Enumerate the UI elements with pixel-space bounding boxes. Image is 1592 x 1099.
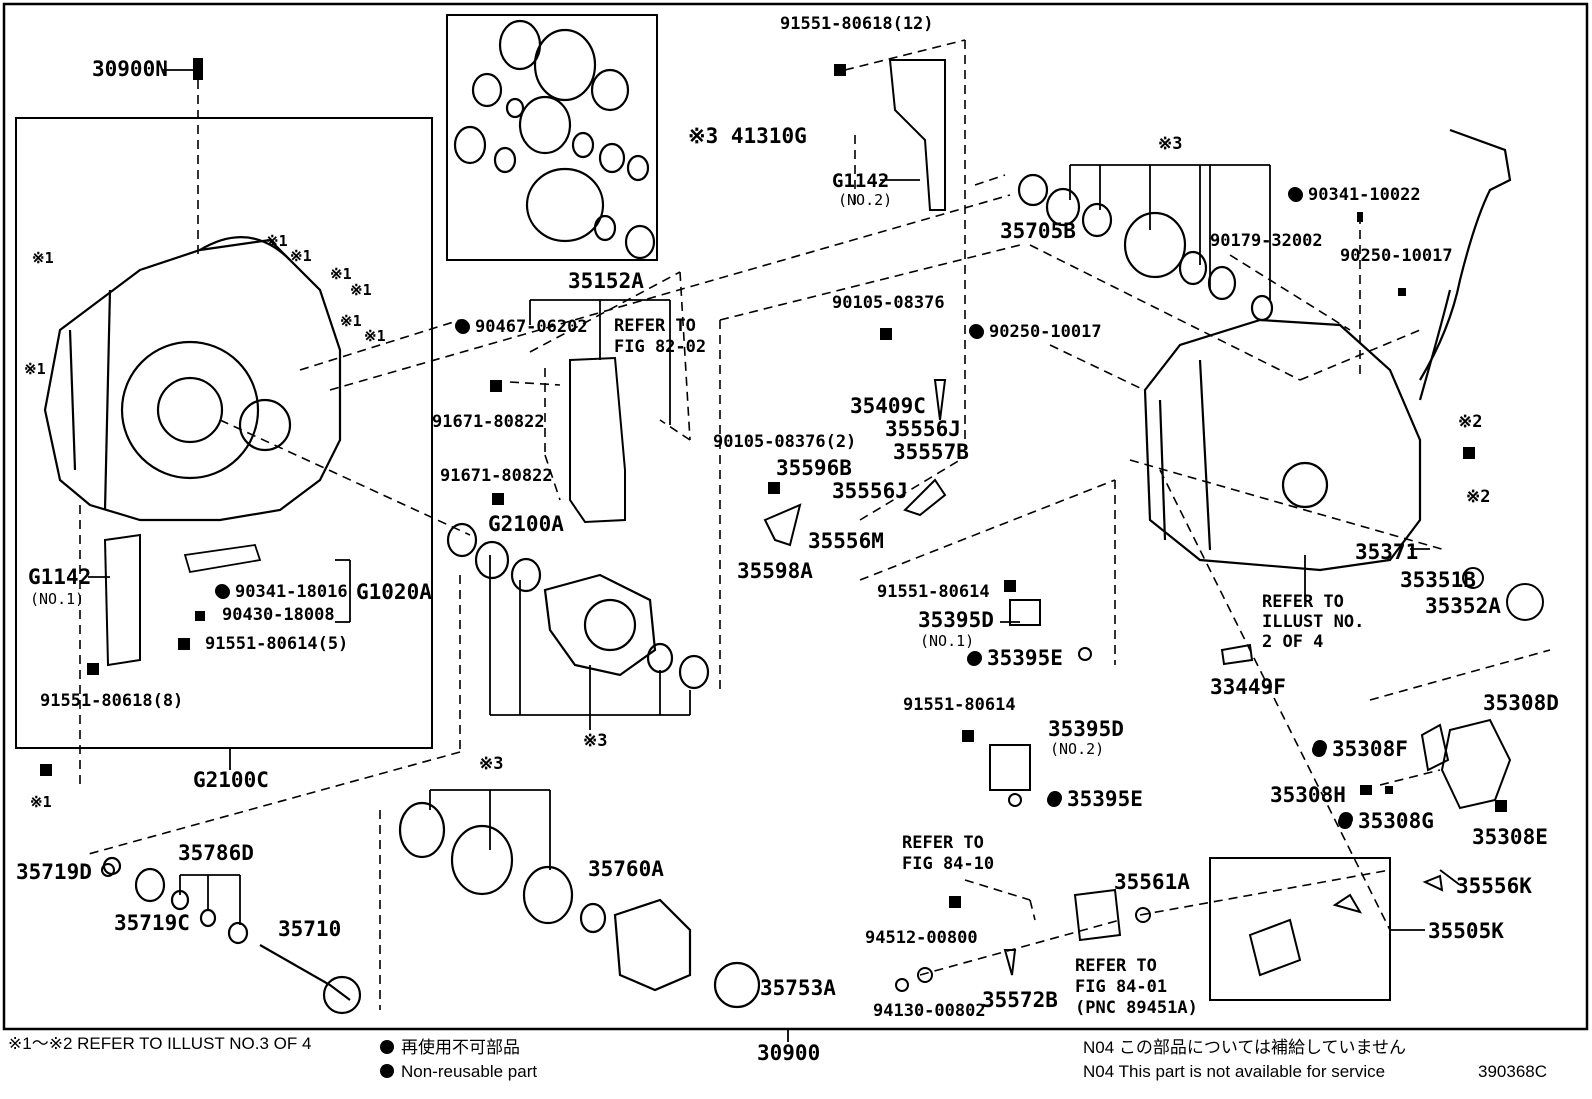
part-label-35556j-b: 35556J: [832, 479, 908, 503]
part-label-35308e: 35308E: [1472, 825, 1548, 849]
refer-fig-82-02-line2: FIG 82-02: [614, 337, 707, 357]
part-label-90250-10017-b: 90250-10017: [969, 324, 1102, 341]
callout-note-3-low: ※3: [479, 754, 504, 774]
refer-illust-line2: ILLUST NO.: [1262, 612, 1365, 632]
part-label-35395d-no1: 35395D: [918, 608, 994, 632]
part-label-91551-80618-12: 91551-80618(12): [780, 14, 934, 34]
part-label-35596b: 35596B: [776, 456, 852, 480]
part-label-30900n: 30900N: [92, 57, 168, 81]
part-label-91551-80614-d1: 91551-80614: [877, 582, 990, 602]
figure-code: 390368C: [1478, 1062, 1548, 1081]
part-label-35351b: 35351B: [1400, 568, 1476, 592]
part-label-90341-18016: 90341-18016: [215, 584, 348, 601]
part-label-35308f: 35308F: [1312, 739, 1408, 760]
part-label-g2100a: G2100A: [488, 512, 564, 536]
legend-non-reusable-jp: 再使用不可部品: [401, 1038, 520, 1057]
callout-note-1-e: ※1: [330, 265, 352, 283]
part-label-g1142-no2-sub: (NO.2): [838, 191, 893, 209]
n04-note-jp: N04 この部品については補給していません: [1083, 1038, 1407, 1057]
part-label-35556m: 35556M: [808, 529, 884, 553]
assembly-number: 30900: [757, 1041, 821, 1065]
callout-note-1-g: ※1: [340, 312, 362, 330]
part-label-94130-00802: 94130-00802: [873, 1001, 986, 1021]
part-label-35753a: 35753A: [760, 976, 836, 1000]
part-label-35786d: 35786D: [178, 841, 254, 865]
callout-note-2-b: ※2: [1466, 487, 1491, 507]
refer-fig-84-01-line2: FIG 84-01: [1075, 977, 1168, 997]
callout-note-1-i: ※1: [30, 793, 52, 811]
refer-fig-84-10-line2: FIG 84-10: [902, 854, 995, 874]
part-label-35760a: 35760A: [588, 857, 664, 881]
callout-note-1-d: ※1: [290, 247, 312, 265]
refer-fig-82-02-line1: REFER TO: [614, 316, 696, 336]
callout-note-1-b: ※1: [24, 360, 46, 378]
part-label-35561a: 35561A: [1114, 870, 1190, 894]
part-label-35556k: 35556K: [1456, 874, 1532, 898]
part-label-90105-08376-2: 90105-08376(2): [713, 432, 857, 452]
part-label-35710: 35710: [278, 917, 342, 941]
part-label-90341-10022: 90341-10022: [1288, 187, 1421, 204]
part-label-91551-80614-5: 91551-80614(5): [205, 634, 349, 654]
callout-note-1-h: ※1: [364, 327, 386, 345]
part-label-91671-80822-b: 91671-80822: [440, 466, 553, 486]
part-label-35395e-2: 35395E: [1047, 789, 1143, 810]
part-label-35395e-1: 35395E: [967, 648, 1063, 669]
callout-note-1-a: ※1: [32, 249, 54, 267]
part-label-35308g: 35308G: [1338, 811, 1434, 832]
n04-note-en: N04 This part is not available for servi…: [1083, 1062, 1386, 1081]
part-label-35557b: 35557B: [893, 440, 969, 464]
part-label-g1020a: G1020A: [356, 580, 432, 604]
part-label-35395d-no2-sub: (NO.2): [1050, 740, 1105, 758]
part-label-35395d-no1-sub: (NO.1): [920, 632, 975, 650]
part-label-94512-00800: 94512-00800: [865, 928, 978, 948]
callout-note-3-top: ※3: [1158, 134, 1183, 154]
part-label-35719c: 35719C: [114, 911, 190, 935]
part-label-91551-80618-8: 91551-80618(8): [40, 691, 184, 711]
callout-note-2-a: ※2: [1458, 412, 1483, 432]
footer-note: ※1〜※2 REFER TO ILLUST NO.3 OF 4: [8, 1034, 312, 1053]
part-label-35505k: 35505K: [1428, 919, 1504, 943]
part-label-35152a: 35152A: [568, 269, 644, 293]
part-label-91671-80822-a: 91671-80822: [432, 412, 545, 432]
part-label-35719d: 35719D: [16, 860, 92, 884]
legend-non-reusable-en: Non-reusable part: [401, 1062, 538, 1081]
refer-illust-line1: REFER TO: [1262, 592, 1344, 612]
part-label-90250-10017-a: 90250-10017: [1340, 246, 1453, 266]
part-label-35409c: 35409C: [850, 394, 926, 418]
part-label-91551-80614-d2: 91551-80614: [903, 695, 1016, 715]
part-label-35705b: 35705B: [1000, 219, 1076, 243]
part-label-35308d: 35308D: [1483, 691, 1559, 715]
part-label-35572b: 35572B: [982, 988, 1058, 1012]
callout-note-1-c: ※1: [266, 232, 288, 250]
refer-fig-84-01-line1: REFER TO: [1075, 956, 1157, 976]
refer-illust-line3: 2 OF 4: [1262, 632, 1324, 652]
part-label-35371: 35371: [1355, 540, 1419, 564]
part-label-90105-08376: 90105-08376: [832, 293, 945, 313]
refer-fig-84-01-line3: (PNC 89451A): [1075, 998, 1198, 1018]
part-label-90430-18008: 90430-18008: [222, 605, 335, 625]
part-label-g1142-no1: G1142: [28, 565, 92, 589]
part-label-33449f: 33449F: [1210, 675, 1286, 699]
part-label-35395d-no2: 35395D: [1048, 717, 1124, 741]
refer-fig-84-10-line1: REFER TO: [902, 833, 984, 853]
part-label-90467-06202: 90467-06202: [455, 319, 588, 336]
part-label-41310g: ※3 41310G: [688, 124, 807, 148]
part-label-g1142-no1-sub: (NO.1): [30, 590, 85, 608]
part-label-35308h: 35308H: [1270, 783, 1346, 807]
part-label-g1142-no2: G1142: [832, 170, 890, 192]
part-label-35352a: 35352A: [1425, 594, 1501, 618]
part-label-35556j-a: 35556J: [885, 417, 961, 441]
part-label-35598a: 35598A: [737, 559, 813, 583]
part-label-90179-32002: 90179-32002: [1210, 231, 1323, 251]
part-label-g2100c: G2100C: [193, 768, 269, 792]
callout-note-1-f: ※1: [350, 281, 372, 299]
callout-note-3-mid: ※3: [583, 731, 608, 751]
